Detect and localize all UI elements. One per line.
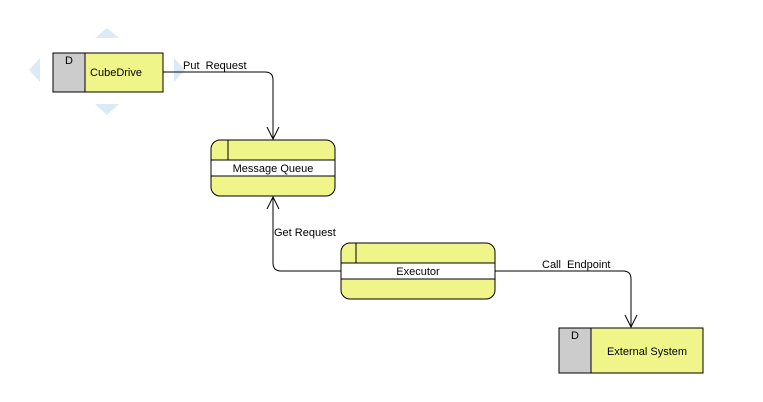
flow-call-endpoint-arrowhead [624,314,638,329]
flow-call-endpoint-line[interactable] [495,270,632,327]
data-store-external-system-label: External System [607,346,687,358]
process-executor[interactable]: Executor [340,242,496,300]
selection-handle-up[interactable] [95,28,119,38]
process-executor-label: Executor [396,266,440,278]
data-store-cubedrive-label: CubeDrive [90,67,142,79]
data-store-cubedrive-tag-box [52,52,86,93]
data-store-external-system[interactable]: D External System [558,327,704,374]
flow-get-request[interactable]: Get Request [266,195,341,272]
flow-put-request-label: Put Request [183,60,247,72]
process-executor-label-band [340,262,496,280]
data-store-external-system-tag-box [558,327,592,374]
selection-handle-down[interactable] [95,104,119,115]
process-message-queue[interactable]: Message Queue [210,139,336,197]
flow-get-request-line[interactable] [272,197,341,272]
selection-handles[interactable] [29,28,185,115]
flow-get-request-label: Get Request [274,227,336,239]
flow-put-request-line[interactable] [163,71,274,139]
selection-handle-right[interactable] [174,58,185,82]
selection-handle-left[interactable] [29,58,40,82]
data-store-cubedrive-tag: D [65,55,73,67]
process-message-queue-label-band [210,159,336,177]
flow-put-request-arrowhead [266,126,280,141]
flow-call-endpoint-label: Call Endpoint [542,259,611,271]
data-store-cubedrive[interactable]: D CubeDrive [52,52,164,93]
flow-get-request-arrowhead [266,195,280,210]
process-message-queue-label: Message Queue [233,163,314,175]
flow-put-request[interactable]: Put Request [163,60,280,141]
flow-call-endpoint[interactable]: Call Endpoint [495,259,638,329]
data-store-external-system-tag: D [571,330,579,342]
